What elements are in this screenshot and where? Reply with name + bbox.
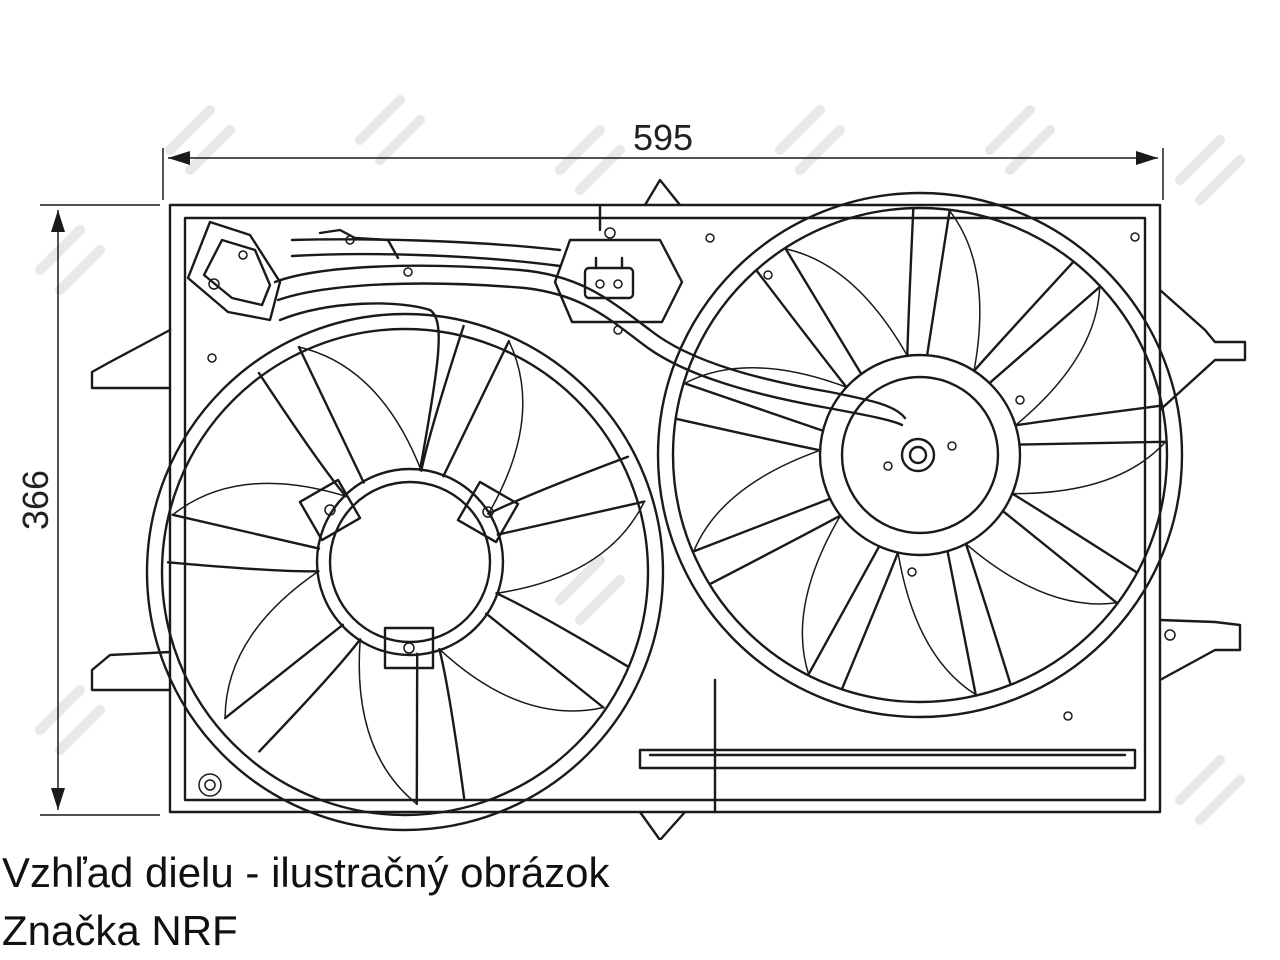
height-dimension: 366: [15, 204, 160, 816]
mounting-hole: [705, 233, 715, 243]
fan-blade-edge: [438, 648, 604, 712]
left-fan: [145, 312, 665, 832]
mounting-hole: [1130, 232, 1140, 242]
fan-blade-edge: [358, 639, 418, 805]
fan-blade-edge: [684, 367, 847, 388]
fan-blade: [297, 324, 465, 484]
fan-blade-edge: [897, 552, 977, 696]
fan-blade: [1011, 440, 1167, 574]
right-fan: [656, 191, 1184, 719]
mounting-hole: [1063, 711, 1073, 721]
fan-blade-edge: [801, 515, 842, 675]
fan-blade: [964, 509, 1118, 685]
caption-illustration-note: Vzhľad dielu - ilustračný obrázok: [2, 849, 610, 896]
fan-blade: [438, 612, 605, 800]
fan-blade: [675, 417, 832, 553]
arrow-up-icon: [51, 210, 65, 232]
arrow-down-icon: [51, 788, 65, 810]
mounting-hole: [1164, 629, 1176, 641]
left-connector: [186, 220, 282, 322]
fan-blade-edge: [1012, 441, 1167, 495]
arrow-right-icon: [1136, 151, 1158, 165]
width-dimension: 595: [162, 117, 1164, 200]
fan-blade-edge: [1015, 286, 1101, 426]
mounting-holes: [198, 232, 1176, 797]
height-dimension-label: 366: [15, 470, 56, 530]
left-fan-mount-tab: [383, 626, 435, 670]
left-fan-mount-tab: [298, 478, 362, 542]
fan-blade: [988, 285, 1163, 427]
fan-blade-edge: [298, 346, 422, 471]
fan-blade-edge: [172, 482, 346, 516]
right-fan-blades: [675, 207, 1167, 696]
fan-blade: [683, 269, 848, 432]
fan-blade: [171, 371, 347, 550]
fan-blade: [442, 339, 630, 516]
fan-blade: [709, 514, 881, 676]
width-dimension-label: 595: [633, 117, 693, 158]
watermark-pattern: [35, 95, 1245, 825]
center-connector: [553, 227, 684, 324]
mounting-hole: [763, 270, 773, 280]
fan-blade-edge: [949, 210, 981, 372]
arrow-left-icon: [168, 151, 190, 165]
caption-brand: Značka NRF: [2, 907, 238, 954]
fan-blade: [925, 209, 1075, 373]
fan-blade: [841, 550, 977, 696]
fan-blade: [784, 207, 915, 376]
left-fan-mount-tab: [456, 480, 520, 544]
fan-blade: [166, 561, 344, 720]
fan-blade: [495, 500, 646, 668]
mounting-hole: [198, 773, 222, 797]
left-fan-blades: [166, 324, 646, 806]
fan-blade-edge: [487, 340, 524, 515]
fan-shroud: [90, 178, 1247, 840]
fan-blade-edge: [224, 570, 319, 719]
fan-blade-edge: [965, 543, 1117, 605]
fan-blade-edge: [496, 501, 645, 595]
mounting-hole: [207, 353, 217, 363]
mounting-hole: [204, 779, 216, 791]
wiring-harness: [273, 228, 907, 472]
fan-blade: [258, 638, 419, 806]
mounting-hole: [1015, 395, 1025, 405]
fan-blade-edge: [693, 449, 821, 552]
fan-blade-edge: [785, 248, 908, 357]
fan-assembly-drawing: 595 366: [15, 95, 1247, 840]
